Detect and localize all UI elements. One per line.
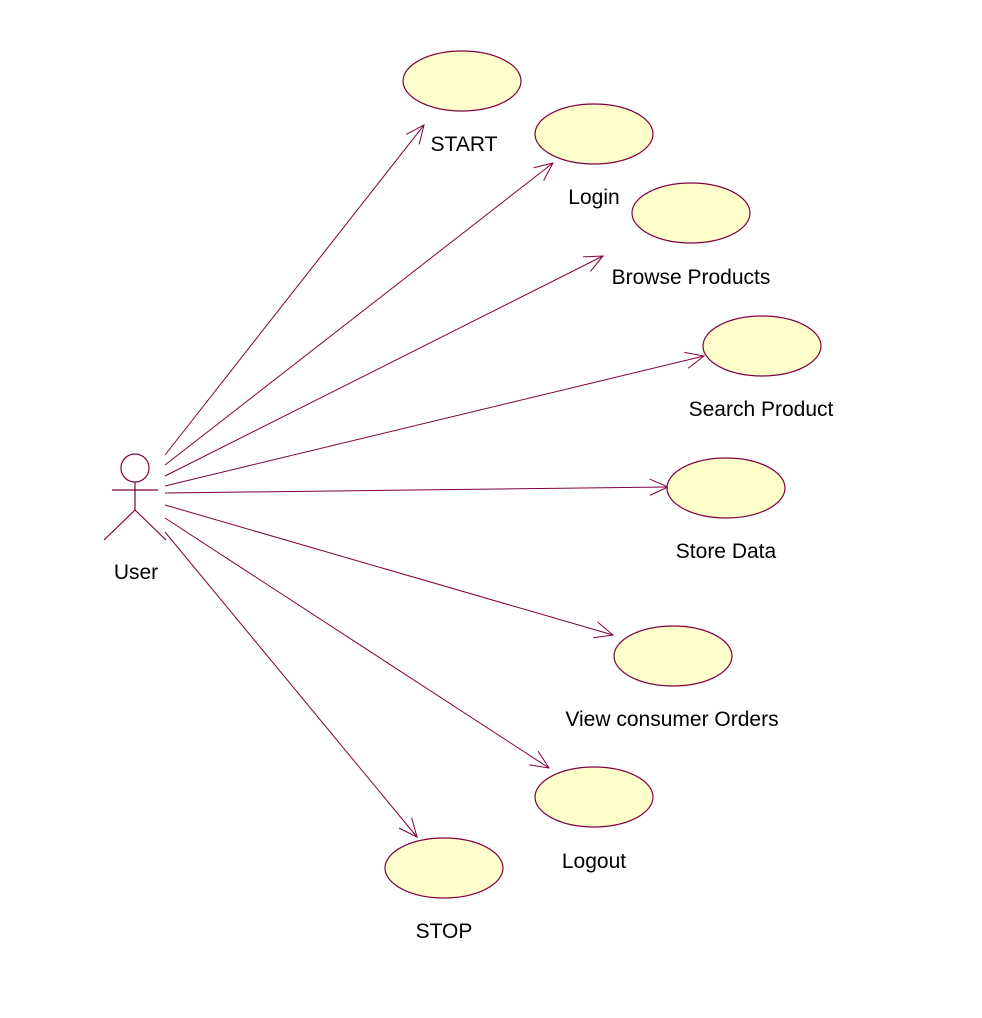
actor-right-leg	[134, 509, 167, 541]
use-case-login-label: Login	[568, 186, 619, 209]
use-case-start-label: START	[431, 133, 498, 156]
association-line-store-data	[164, 486, 669, 494]
actor-user[interactable]: User	[103, 453, 167, 584]
use-case-store-data-ellipse	[666, 457, 786, 519]
arrowhead-stop	[398, 817, 418, 838]
actor-left-leg	[103, 509, 136, 541]
association-line-logout	[164, 517, 550, 769]
use-case-stop-ellipse	[384, 837, 504, 899]
use-case-stop[interactable]: STOP	[384, 837, 504, 943]
use-case-search-product-label: Search Product	[689, 398, 834, 421]
use-case-browse-products-label: Browse Products	[612, 266, 771, 289]
association-stop	[164, 531, 418, 838]
association-view-consumer-orders	[164, 504, 615, 639]
use-case-start[interactable]: START	[402, 50, 522, 156]
association-store-data	[164, 478, 670, 496]
use-case-view-consumer-orders[interactable]: View consumer Orders	[565, 625, 779, 731]
association-browse-products	[164, 255, 605, 477]
actor-label: User	[114, 561, 158, 584]
use-case-login-ellipse	[534, 103, 654, 165]
arrowhead-login	[533, 162, 554, 181]
use-case-start-ellipse	[402, 50, 522, 112]
associations	[164, 124, 706, 838]
use-case-search-product-ellipse	[702, 315, 822, 377]
association-line-stop	[164, 531, 418, 838]
use-case-logout-label: Logout	[562, 850, 626, 873]
association-line-view-consumer-orders	[164, 504, 614, 636]
association-logout	[164, 517, 551, 769]
association-search-product	[164, 351, 706, 487]
arrowhead-browse-products	[582, 255, 605, 272]
use-case-search-product[interactable]: Search Product	[689, 315, 834, 421]
association-line-browse-products	[164, 255, 604, 477]
use-case-logout-ellipse	[534, 766, 654, 828]
association-line-search-product	[164, 355, 705, 487]
association-start	[164, 124, 425, 456]
use-case-store-data-label: Store Data	[676, 540, 777, 563]
use-case-logout[interactable]: Logout	[534, 766, 654, 873]
use-case-stop-label: STOP	[416, 920, 473, 943]
association-login	[164, 162, 554, 466]
use-case-view-consumer-orders-ellipse	[613, 625, 733, 687]
use-case-browse-products[interactable]: Browse Products	[612, 182, 771, 289]
arrowhead-search-product	[684, 351, 706, 369]
use-case-store-data[interactable]: Store Data	[666, 457, 786, 563]
use-case-browse-products-ellipse	[631, 182, 751, 244]
association-line-login	[164, 162, 554, 466]
use-case-login[interactable]: Login	[534, 103, 654, 209]
arrowhead-view-consumer-orders	[593, 621, 615, 639]
use-cases: START Login Browse Products Search Produ…	[384, 50, 834, 943]
association-line-start	[164, 124, 425, 456]
use-case-view-consumer-orders-label: View consumer Orders	[565, 708, 778, 731]
arrowhead-start	[406, 124, 425, 145]
arrowhead-logout	[529, 750, 551, 769]
actor-head	[120, 453, 150, 483]
